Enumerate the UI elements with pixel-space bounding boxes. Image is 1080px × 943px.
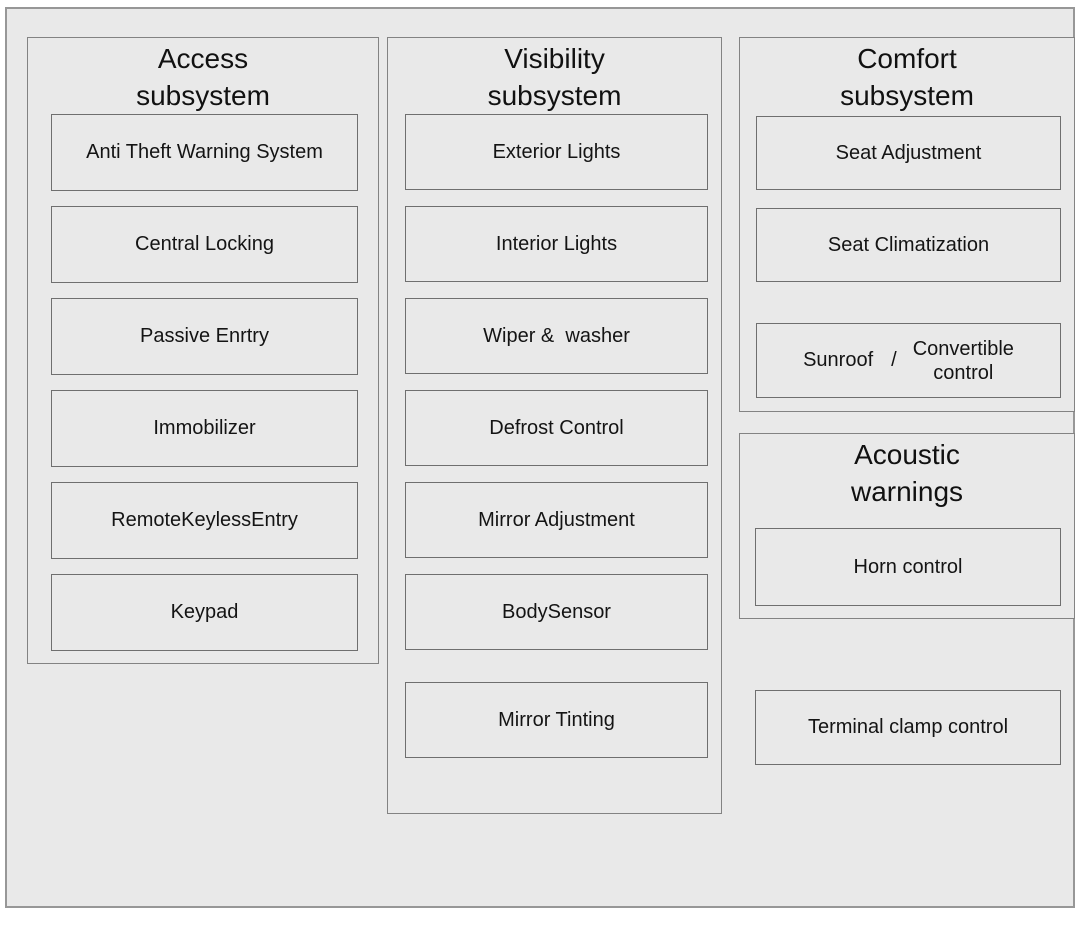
block-defrost-control: Defrost Control (405, 390, 708, 466)
group-acoustic-title: Acoustic warnings (850, 439, 964, 507)
block-sunroof-convertible-control: Sunroof / Convertible control (756, 323, 1061, 398)
group-comfort-subsystem: Comfort subsystem Seat Adjustment Seat C… (739, 37, 1075, 412)
group-visibility-subsystem: Visibility subsystem Exterior Lights Int… (387, 37, 722, 814)
group-access-subsystem: Access subsystem Anti Theft Warning Syst… (27, 37, 379, 664)
block-horn-control: Horn control (755, 528, 1061, 606)
block-body-sensor: BodySensor (405, 574, 708, 650)
sunroof-label: Sunroof (803, 349, 874, 371)
group-access-title: Access subsystem (136, 43, 270, 111)
block-remote-keyless-entry: RemoteKeylessEntry (51, 482, 358, 559)
group-acoustic-warnings: Acoustic warnings Horn control (739, 433, 1075, 619)
block-anti-theft-warning-system: Anti Theft Warning System (51, 114, 358, 191)
block-terminal-clamp-control: Terminal clamp control (755, 690, 1061, 765)
block-wiper-washer: Wiper & washer (405, 298, 708, 374)
block-passive-entry: Passive Enrtry (51, 298, 358, 375)
block-seat-adjustment: Seat Adjustment (756, 116, 1061, 190)
block-central-locking: Central Locking (51, 206, 358, 283)
block-immobilizer: Immobilizer (51, 390, 358, 467)
block-mirror-adjustment: Mirror Adjustment (405, 482, 708, 558)
block-mirror-tinting: Mirror Tinting (405, 682, 708, 758)
block-interior-lights: Interior Lights (405, 206, 708, 282)
block-seat-climatization: Seat Climatization (756, 208, 1061, 282)
group-comfort-title: Comfort subsystem (840, 43, 974, 111)
block-keypad: Keypad (51, 574, 358, 651)
group-visibility-title: Visibility subsystem (487, 43, 622, 111)
sunroof-separator: / (891, 349, 897, 371)
convertible-label: Convertible control (912, 337, 1014, 384)
block-exterior-lights: Exterior Lights (405, 114, 708, 190)
diagram-canvas: Access subsystem Anti Theft Warning Syst… (5, 7, 1075, 908)
